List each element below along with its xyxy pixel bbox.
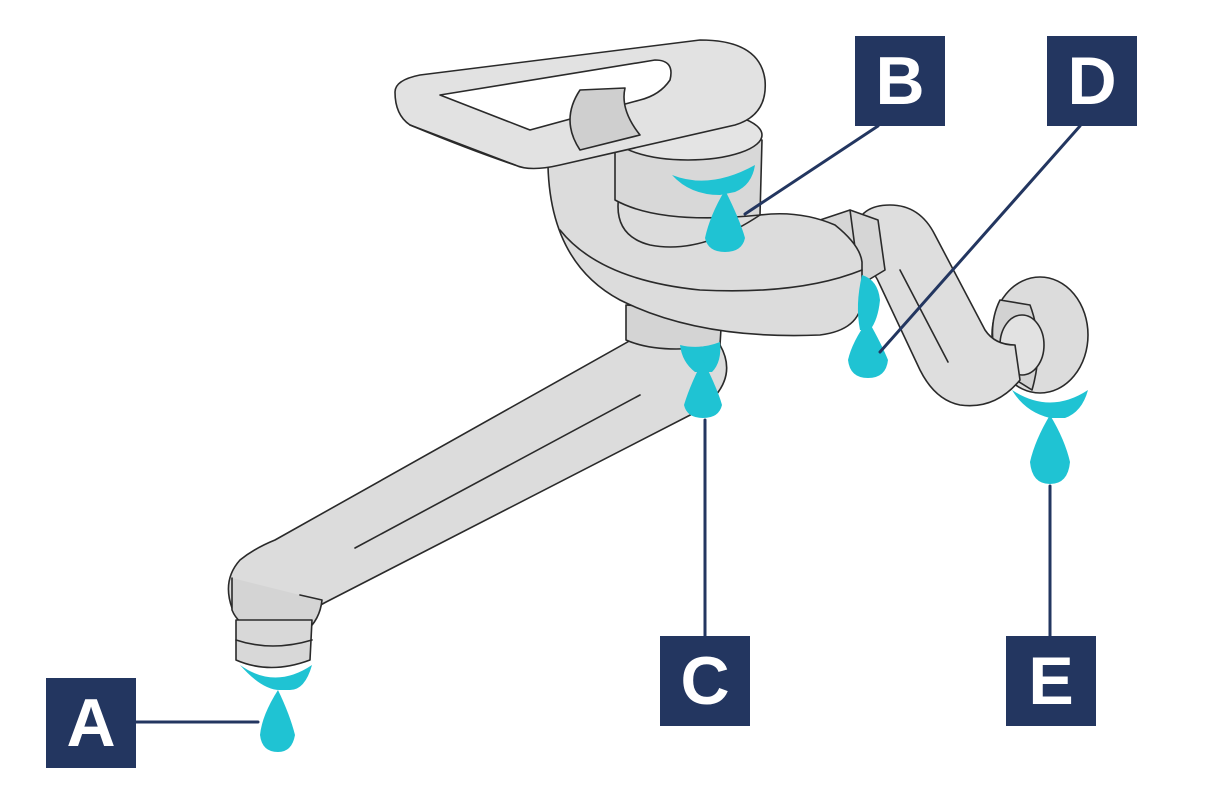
leader-line-d <box>878 124 1082 354</box>
label-e: E <box>1006 636 1096 726</box>
water-drop-e <box>1012 390 1088 484</box>
label-b-text: B <box>875 43 925 119</box>
water-drop-d <box>848 275 888 378</box>
label-e-text: E <box>1028 643 1074 719</box>
water-drop-b <box>672 165 755 252</box>
lever-handle <box>394 39 767 170</box>
aerator <box>235 619 313 669</box>
s-connector-pipe <box>854 204 1021 407</box>
label-a: A <box>46 678 136 768</box>
label-d: D <box>1047 36 1137 126</box>
label-c: C <box>660 636 750 726</box>
label-b: B <box>855 36 945 126</box>
label-c-text: C <box>680 643 730 719</box>
label-d-text: D <box>1067 43 1117 119</box>
label-a-text: A <box>66 685 116 761</box>
leader-line-b <box>743 124 880 216</box>
water-drop-c <box>680 342 722 418</box>
faucet-spout <box>227 334 728 633</box>
water-drop-a <box>240 665 312 752</box>
